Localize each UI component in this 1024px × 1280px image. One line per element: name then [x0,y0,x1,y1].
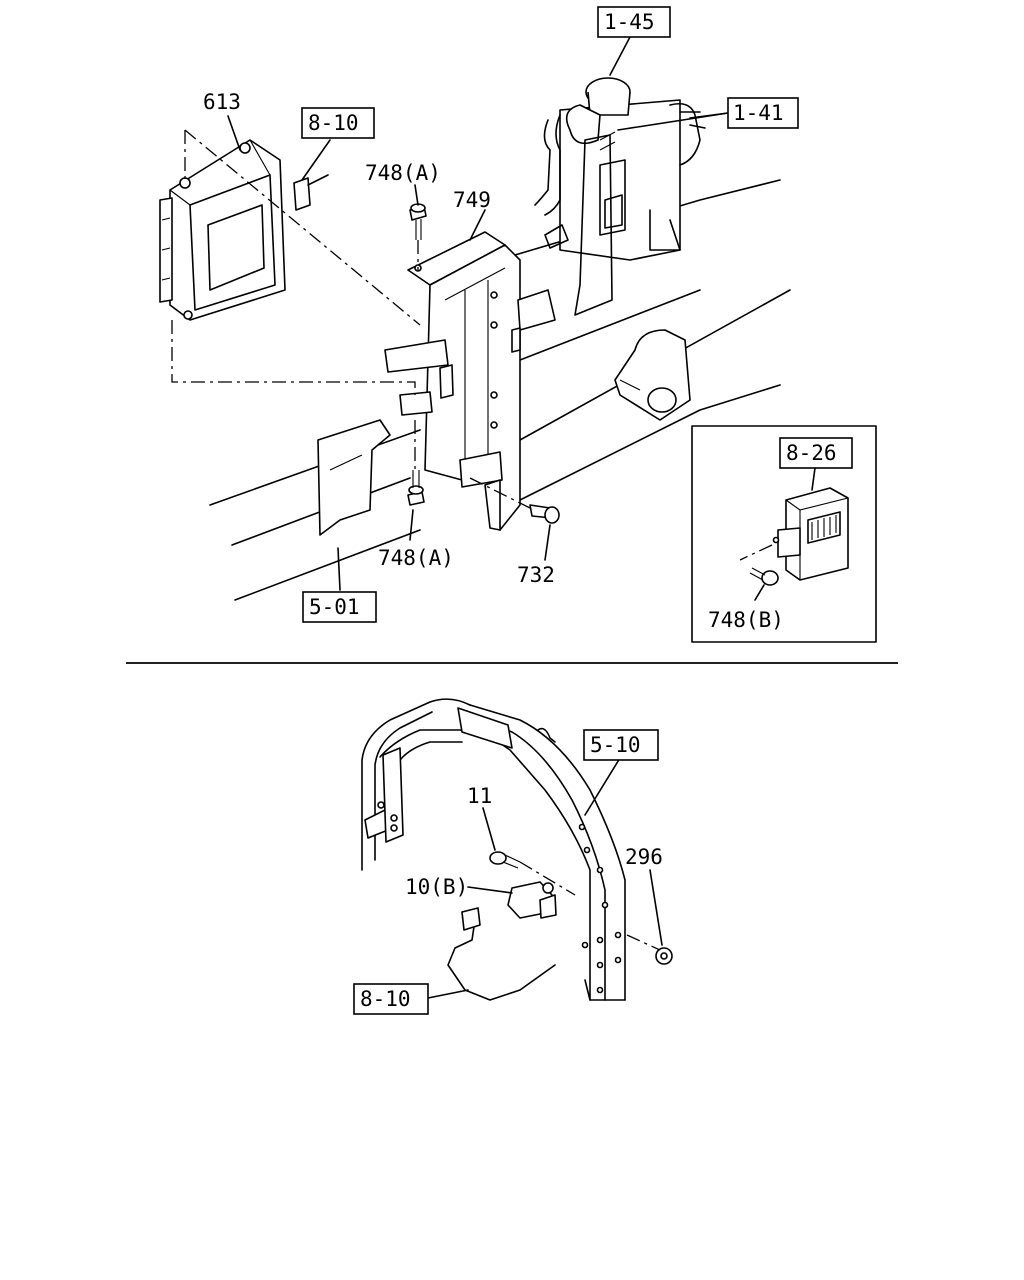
wire-harness [447,907,556,1001]
svg-text:1-41: 1-41 [733,101,784,125]
assembly-lines-bottom [519,861,661,951]
ref-box-1-41[interactable]: 1-41 [727,97,799,129]
label-748a-top: 748(A) [365,161,441,185]
ref-box-8-10-bottom[interactable]: 8-10 [353,983,429,1015]
nut-296 [655,947,673,965]
ref-box-8-26[interactable]: 8-26 [779,437,853,469]
bolt-732 [529,504,560,524]
svg-text:8-10: 8-10 [308,111,359,135]
ref-box-5-10[interactable]: 5-10 [583,729,659,761]
svg-text:5-01: 5-01 [309,595,360,619]
sensor-10b [507,881,557,919]
label-613: 613 [203,90,241,114]
frame-gusset [317,419,391,536]
ref-box-8-10-top[interactable]: 8-10 [301,107,375,139]
svg-text:5-10: 5-10 [590,733,641,757]
label-748b: 748(B) [708,608,784,632]
svg-text:8-10: 8-10 [360,987,411,1011]
fuel-filter-assembly [534,77,706,316]
assembly-lines [171,129,531,509]
leader-lines [227,36,729,591]
mounting-bracket [384,231,556,531]
bolt-748a-top [409,203,427,240]
relay-module [772,487,849,581]
label-748a-bottom: 748(A) [378,546,454,570]
ecu-module [159,139,286,321]
svg-text:8-26: 8-26 [786,441,837,465]
leader-lines-bottom [427,757,663,999]
label-296: 296 [625,845,663,869]
label-10b: 10(B) [405,875,468,899]
spring-shackle [614,329,691,421]
bolt-748a-bottom [407,470,425,506]
screw-11 [489,851,521,869]
svg-text:1-45: 1-45 [604,10,655,34]
inset-panel: 8-26 748(B) [691,425,877,643]
ecu-connector [293,139,331,211]
ref-box-1-45[interactable]: 1-45 [597,6,671,38]
label-11: 11 [467,784,492,808]
bolt-748b [749,567,779,586]
cab-frame [361,698,626,1001]
label-749: 749 [453,188,491,212]
label-732: 732 [517,563,555,587]
ref-box-5-01[interactable]: 5-01 [302,591,377,623]
